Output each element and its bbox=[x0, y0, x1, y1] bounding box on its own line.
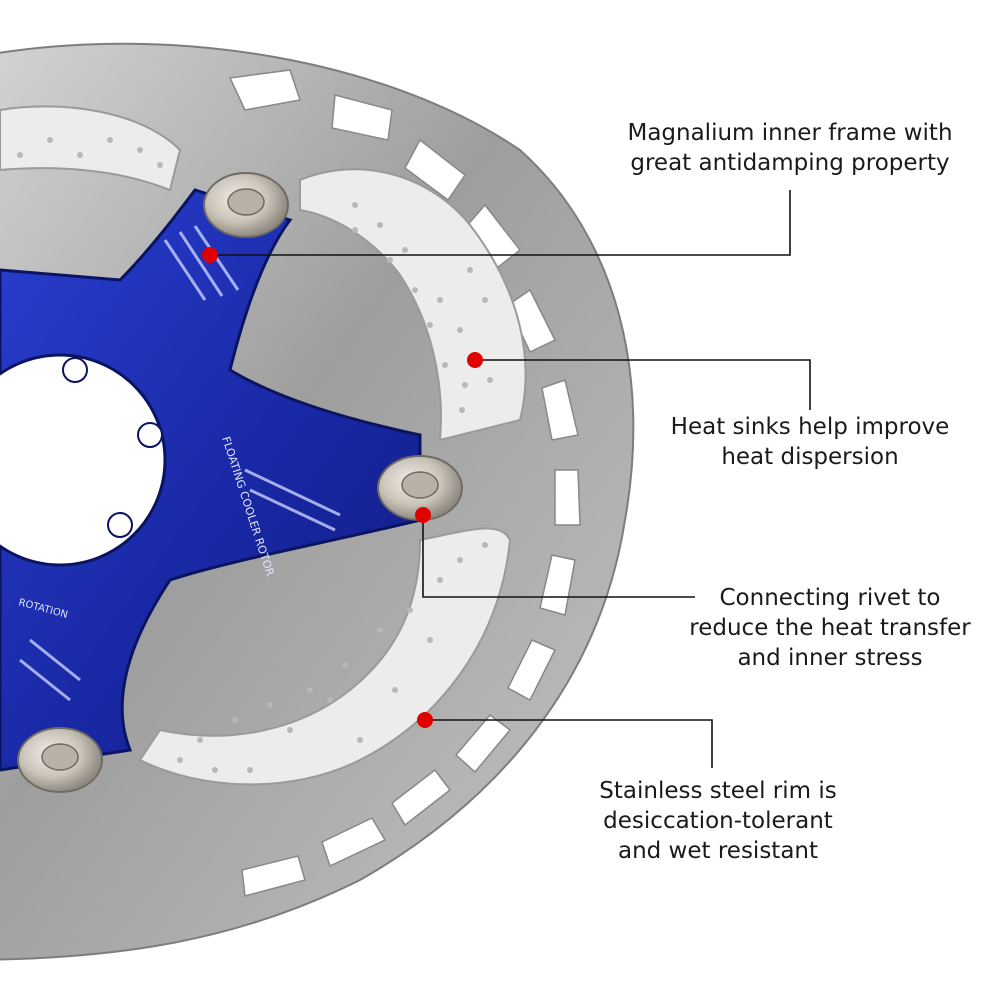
callout-line: and inner stress bbox=[737, 645, 923, 671]
callout-line: desiccation-tolerant bbox=[603, 808, 833, 834]
callout-line: and wet resistant bbox=[617, 838, 819, 864]
heat-sink-dimples bbox=[17, 137, 493, 773]
callout-line: great antidamping property bbox=[630, 150, 950, 176]
callout-line: Stainless steel rim is bbox=[599, 778, 837, 804]
callout-line: reduce the heat transfer bbox=[689, 615, 971, 641]
marker-dot-rim bbox=[417, 712, 433, 728]
marker-dot-frame bbox=[202, 247, 218, 263]
callout-heat-sinks: Heat sinks help improve heat dispersion bbox=[640, 412, 980, 472]
callout-line: heat dispersion bbox=[721, 444, 899, 470]
callout-marker-dots bbox=[202, 247, 483, 728]
callout-inner-frame: Magnalium inner frame with great antidam… bbox=[612, 118, 968, 178]
marker-dot-heat-sink bbox=[467, 352, 483, 368]
callout-line: Magnalium inner frame with bbox=[627, 120, 953, 146]
callout-connecting-rivet: Connecting rivet to reduce the heat tran… bbox=[665, 583, 995, 673]
magnalium-inner-frame: FLOATING COOLER ROTOR ROTATION bbox=[0, 188, 422, 772]
connecting-rivets bbox=[17, 172, 463, 793]
callout-leader-lines bbox=[210, 190, 811, 768]
marker-dot-rivet bbox=[415, 507, 431, 523]
callout-line: Connecting rivet to bbox=[719, 585, 941, 611]
callout-stainless-rim: Stainless steel rim is desiccation-toler… bbox=[568, 776, 868, 866]
callout-line: Heat sinks help improve bbox=[670, 414, 950, 440]
